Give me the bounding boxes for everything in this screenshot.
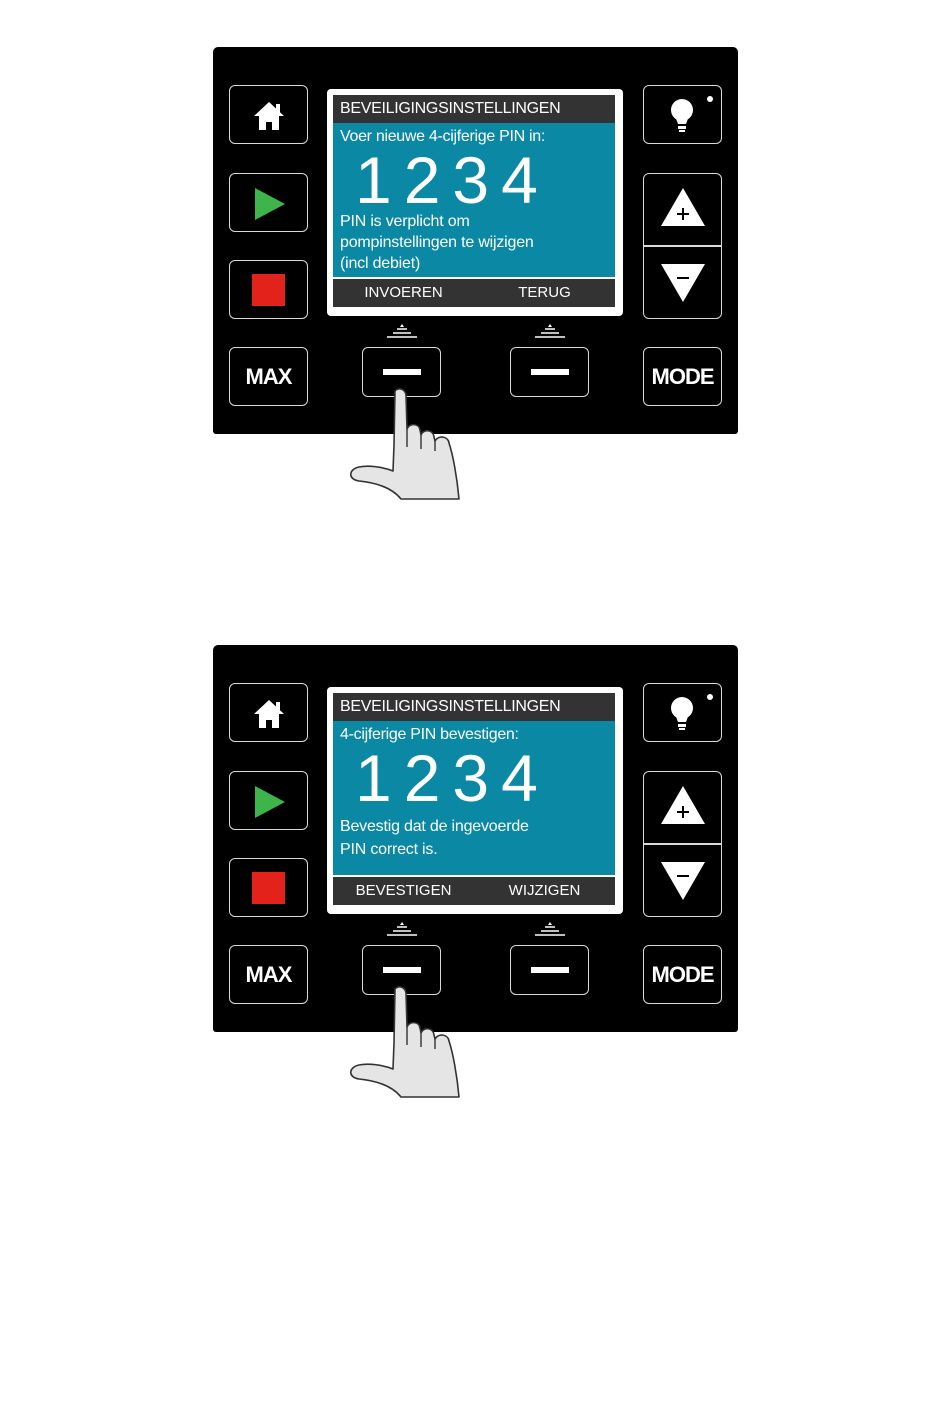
stop-icon [230, 859, 309, 918]
pin-digits: 1234 [355, 739, 550, 817]
max-button[interactable]: MAX [229, 945, 308, 1004]
pointing-hand-icon [345, 385, 470, 500]
pump-control-panel-2: MAX BEVEILIGINGSINSTELLINGEN 4-cijferige… [213, 645, 738, 1032]
screen-body: Voer nieuwe 4-cijferige PIN in: 1234 PIN… [333, 123, 615, 277]
up-down-button[interactable] [643, 173, 722, 319]
dash-icon [511, 348, 590, 398]
softkey-left-label: INVOEREN [333, 279, 474, 307]
screen-body: 4-cijferige PIN bevestigen: 1234 Bevesti… [333, 721, 615, 875]
mode-label: MODE [644, 946, 721, 1003]
info-line: Bevestig dat de ingevoerde [340, 815, 610, 838]
softkey-arrow-icon [384, 920, 420, 938]
info-line: PIN correct is. [340, 838, 610, 861]
softkey-right-label: WIJZIGEN [474, 877, 615, 905]
run-button[interactable] [229, 173, 308, 232]
info-line: pompinstellingen te wijzigen [340, 232, 610, 253]
stop-button[interactable] [229, 260, 308, 319]
screen-title: BEVEILIGINGSINSTELLINGEN [333, 693, 615, 721]
display-screen: BEVEILIGINGSINSTELLINGEN 4-cijferige PIN… [327, 687, 623, 914]
info-line: (incl debiet) [340, 253, 610, 274]
pin-digits: 1234 [355, 141, 550, 219]
stop-icon [230, 261, 309, 320]
dash-icon [511, 946, 590, 996]
softkey-arrow-icon [384, 322, 420, 340]
mode-button[interactable]: MODE [643, 347, 722, 406]
home-icon [230, 86, 309, 145]
home-button[interactable] [229, 85, 308, 144]
up-plus-icon [644, 174, 723, 245]
mode-button[interactable]: MODE [643, 945, 722, 1004]
softkey-right-button[interactable] [510, 945, 589, 995]
softkey-arrow-icon [532, 322, 568, 340]
max-label: MAX [230, 348, 307, 405]
mode-label: MODE [644, 348, 721, 405]
down-minus-icon [644, 844, 723, 919]
light-button[interactable] [643, 683, 722, 742]
max-label: MAX [230, 946, 307, 1003]
play-icon [230, 772, 309, 831]
pump-control-panel-1: MAX BEVEILIGINGSINSTELLINGEN Voer nieuwe… [213, 47, 738, 434]
up-down-button[interactable] [643, 771, 722, 917]
play-icon [230, 174, 309, 233]
softkey-bar: BEVESTIGEN WIJZIGEN [333, 877, 615, 905]
light-button[interactable] [643, 85, 722, 144]
run-button[interactable] [229, 771, 308, 830]
up-plus-icon [644, 772, 723, 843]
bulb-icon [644, 684, 723, 743]
softkey-left-label: BEVESTIGEN [333, 877, 474, 905]
softkey-arrow-icon [532, 920, 568, 938]
softkey-right-label: TERUG [474, 279, 615, 307]
softkey-bar: INVOEREN TERUG [333, 279, 615, 307]
info-line: PIN is verplicht om [340, 211, 610, 232]
home-button[interactable] [229, 683, 308, 742]
home-icon [230, 684, 309, 743]
pin-info: PIN is verplicht om pompinstellingen te … [340, 211, 610, 274]
pin-info: Bevestig dat de ingevoerde PIN correct i… [340, 815, 610, 861]
screen-title: BEVEILIGINGSINSTELLINGEN [333, 95, 615, 123]
stop-button[interactable] [229, 858, 308, 917]
softkey-right-button[interactable] [510, 347, 589, 397]
max-button[interactable]: MAX [229, 347, 308, 406]
display-screen: BEVEILIGINGSINSTELLINGEN Voer nieuwe 4-c… [327, 89, 623, 316]
down-minus-icon [644, 246, 723, 321]
pointing-hand-icon [345, 983, 470, 1098]
bulb-icon [644, 86, 723, 145]
